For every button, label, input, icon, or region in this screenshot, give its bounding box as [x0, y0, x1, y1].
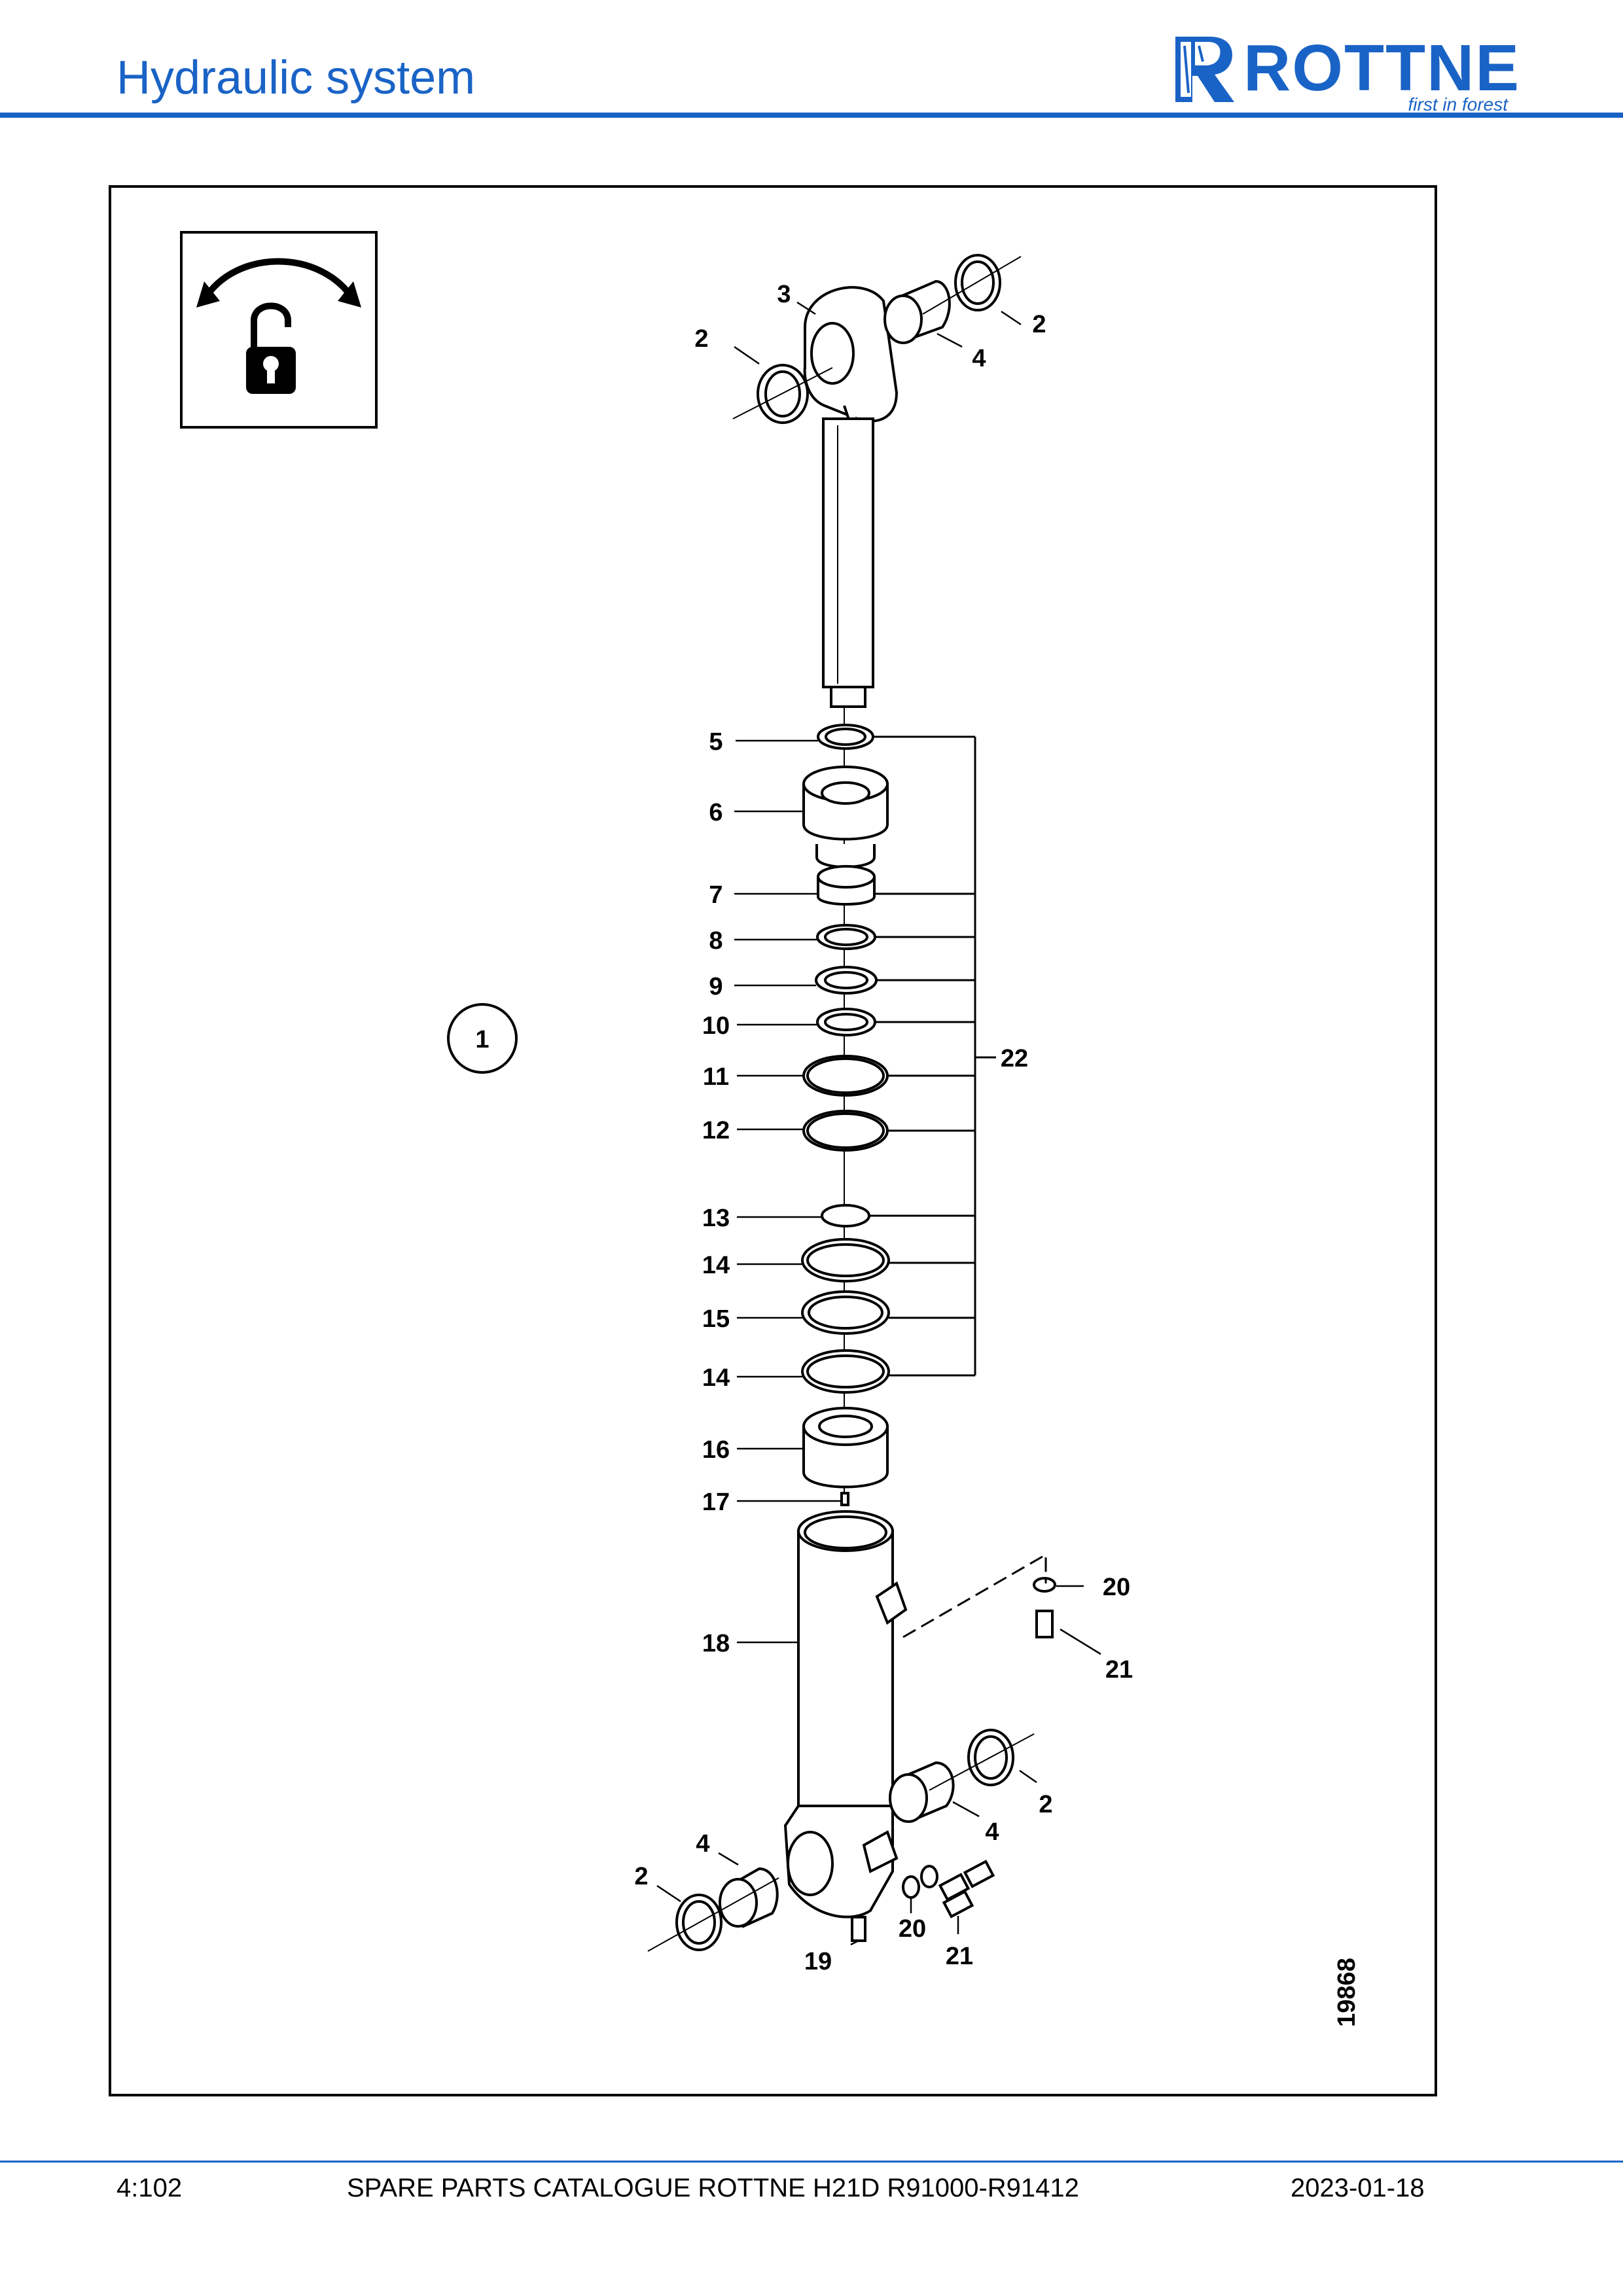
assembly-callout-circle: [447, 1003, 518, 1074]
label-15: 15: [702, 1305, 730, 1333]
drawing-number: 19868: [1333, 1958, 1361, 2027]
part-cylinder-barrel: [783, 1510, 908, 1942]
page-title: Hydraulic system: [116, 52, 476, 104]
part-bottom-bushes: [647, 1729, 1035, 1952]
label-21-upper: 21: [1105, 1656, 1133, 1684]
label-9: 9: [709, 973, 722, 1000]
footer-catalogue-title: SPARE PARTS CATALOGUE ROTTNE H21D R91000…: [347, 2174, 1079, 2202]
footer-page-number: 4:102: [116, 2174, 183, 2202]
label-16: 16: [702, 1436, 730, 1464]
part-top-bushes: [732, 254, 1022, 424]
assembly-callout-label: 1: [475, 1026, 489, 1053]
label-2-bottom-right: 2: [1039, 1791, 1052, 1818]
label-13: 13: [702, 1205, 730, 1232]
label-4-top: 4: [972, 345, 986, 372]
label-12: 12: [702, 1117, 730, 1144]
label-5: 5: [709, 728, 722, 756]
label-3: 3: [777, 281, 791, 308]
label-17: 17: [702, 1489, 730, 1516]
header-rule: [0, 113, 1623, 118]
label-11: 11: [703, 1063, 729, 1091]
rottne-logo: ROTTNE first in forest: [1171, 34, 1519, 115]
label-4-bottom-right: 4: [985, 1818, 999, 1846]
label-22: 22: [1001, 1045, 1028, 1072]
part-piston-rod: [822, 417, 874, 708]
label-8: 8: [709, 927, 722, 955]
fitting-dash-line: [902, 1553, 1047, 1638]
part-seal-stack: [801, 724, 890, 1506]
part-rod-eye: [803, 286, 899, 428]
footer-rule: [0, 2161, 1623, 2163]
label-2-top-left: 2: [694, 325, 708, 353]
label-10: 10: [702, 1012, 730, 1040]
label-20-upper: 20: [1103, 1574, 1130, 1601]
footer-date: 2023-01-18: [1291, 2174, 1425, 2202]
label-2-bottom-left: 2: [634, 1863, 648, 1890]
leader-lines: [656, 301, 1101, 1946]
label-7: 7: [709, 881, 722, 909]
figure-frame: [109, 185, 1437, 2096]
rottne-r-emblem: [1175, 37, 1234, 102]
kit-bracket: [869, 735, 996, 1377]
label-6: 6: [709, 799, 722, 826]
label-19: 19: [804, 1948, 832, 1975]
label-18: 18: [702, 1630, 730, 1657]
unlock-rotate-icon: [180, 231, 378, 429]
label-14-b: 14: [702, 1364, 730, 1392]
label-20-lower: 20: [899, 1915, 926, 1943]
label-14-a: 14: [702, 1252, 730, 1279]
logo-tagline: first in forest: [1408, 94, 1508, 115]
label-2-top-right: 2: [1032, 311, 1046, 338]
label-4-bottom-left: 4: [696, 1830, 709, 1858]
part-fittings: [902, 1577, 1056, 1918]
logo-wordmark: ROTTNE: [1243, 31, 1521, 105]
label-21-lower: 21: [946, 1943, 973, 1970]
